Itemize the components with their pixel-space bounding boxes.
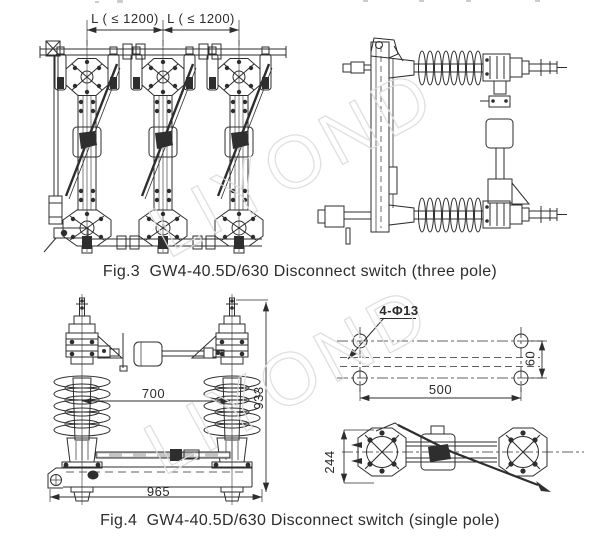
drawing-mounting-hole-pattern (337, 317, 547, 402)
dimension-label-244: 244 (322, 450, 337, 474)
figure4-caption: Fig.4 GW4-40.5D/630 Disconnect switch (s… (100, 512, 500, 529)
drawing-single-pole-front-view (47, 293, 261, 506)
fig3-dimension-lines (86, 20, 240, 46)
dimension-label-hole-callout: 4-Φ13 (379, 303, 419, 318)
fig4-dimension-lines (49, 299, 270, 502)
dimension-label-700: 700 (141, 386, 166, 401)
dimension-label-pole-spacing-left: L ( ≤ 1200) (91, 11, 159, 26)
drawing-three-pole-side-view (317, 37, 568, 245)
dimension-label-pole-spacing-right: L ( ≤ 1200) (167, 11, 235, 26)
cropped-text-remnants (95, 0, 540, 3)
figure3-caption: Fig.3 GW4-40.5D/630 Disconnect switch (t… (102, 263, 498, 280)
watermark-text: LIYOND (136, 52, 449, 274)
dimension-label-965: 965 (146, 484, 171, 499)
dimension-label-500: 500 (428, 382, 453, 397)
dimension-label-933: 933 (251, 386, 266, 410)
dimension-label-60: 60 (522, 350, 538, 367)
drawing-three-pole-front-view (39, 38, 287, 255)
drawing-single-pole-plan-view (340, 422, 584, 492)
